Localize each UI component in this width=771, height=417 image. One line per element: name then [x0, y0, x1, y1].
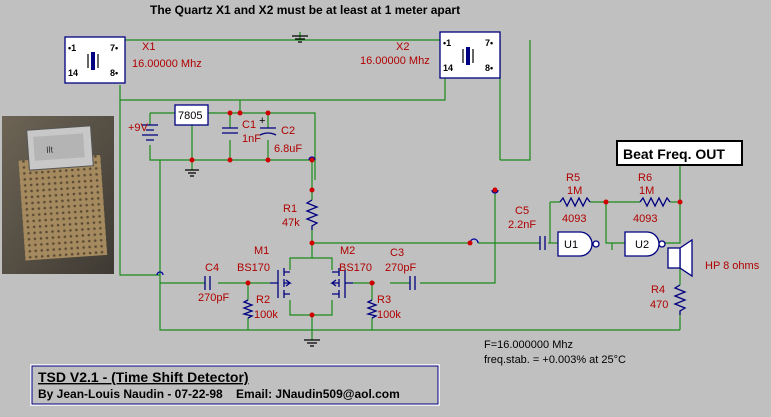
capacitor-c3: C3 270pF	[385, 247, 416, 290]
resistor-r6: R6 1M	[638, 172, 671, 208]
c2-value: 6.8uF	[274, 143, 302, 155]
resistor-r2: R2 100k	[241, 294, 278, 321]
c5-ref: C5	[515, 205, 529, 217]
beat-freq-out-box: Beat Freq. OUT	[616, 140, 743, 166]
r3-value: 100k	[377, 309, 401, 321]
c1-ref: C1	[242, 119, 256, 131]
c5-value: 2.2nF	[508, 219, 536, 231]
c2-polarity: +	[259, 115, 265, 127]
svg-text:14: 14	[443, 63, 453, 73]
r5-ref: R5	[566, 172, 580, 184]
svg-text:8•: 8•	[485, 63, 493, 73]
mosfet-m1: M1 BS170	[237, 245, 292, 298]
r1-value: 47k	[282, 217, 300, 229]
photo-chip-marking: Ilt	[46, 144, 54, 154]
c1-value: 1nF	[242, 133, 261, 145]
c2-ref: C2	[281, 125, 295, 137]
capacitor-c1: C1 1nF	[222, 119, 261, 145]
svg-text:•1: •1	[443, 38, 451, 48]
m1-ref: M1	[254, 245, 269, 257]
gate-u1: U1 4093	[557, 213, 600, 257]
speaker-label: HP 8 ohms	[705, 260, 760, 272]
title-block-author: By Jean-Louis Naudin - 07-22-98 Email: J…	[38, 387, 400, 401]
speaker-hp: HP 8 ohms	[667, 238, 760, 278]
r4-ref: R4	[651, 284, 665, 296]
r2-ref: R2	[256, 294, 270, 306]
resistor-r5: R5 1M	[559, 172, 591, 208]
wire-crossings	[156, 156, 499, 276]
regulator-7805: 7805	[174, 104, 209, 126]
x1-freq: 16.00000 Mhz	[132, 58, 202, 70]
r1-ref: R1	[283, 203, 297, 215]
svg-text:•1: •1	[68, 43, 76, 53]
r2-value: 100k	[254, 309, 278, 321]
header-note: The Quartz X1 and X2 must be at least at…	[150, 3, 460, 17]
c4-value: 270pF	[198, 292, 229, 304]
u1-ref: U1	[564, 239, 578, 251]
capacitor-c4: C4 270pF	[198, 262, 229, 304]
c3-ref: C3	[390, 247, 404, 259]
specs: F=16.000000 Mhz freq.stab. = +0.003% at …	[484, 339, 626, 366]
r6-ref: R6	[638, 172, 652, 184]
c3-value: 270pF	[385, 262, 416, 274]
supply-label: +9V	[128, 122, 149, 134]
r4-value: 470	[650, 299, 668, 311]
mosfet-m2: M2 BS170	[330, 245, 372, 298]
spec-frequency: F=16.000000 Mhz	[484, 339, 573, 351]
quartz-x2: •1 7• 14 8• X2 16.00000 Mhz	[360, 31, 501, 79]
junction-dots	[189, 110, 683, 318]
u2-type: 4093	[633, 213, 657, 225]
resistor-r3: R3 100k	[365, 294, 401, 321]
r6-value: 1M	[639, 185, 654, 197]
battery-9v: +9V	[128, 122, 158, 141]
gate-u2: U2 4093	[624, 213, 666, 257]
svg-text:7•: 7•	[485, 38, 493, 48]
ground-symbols	[185, 35, 320, 347]
beat-freq-out-label: Beat Freq. OUT	[623, 146, 725, 162]
u1-type: 4093	[562, 213, 586, 225]
resistor-r1: R1 47k	[282, 199, 319, 230]
title-block-title: TSD V2.1 - (Time Shift Detector)	[38, 369, 249, 385]
m2-ref: M2	[340, 245, 355, 257]
m1-type: BS170	[237, 262, 270, 274]
c4-ref: C4	[205, 262, 219, 274]
r3-ref: R3	[377, 294, 391, 306]
x2-ref: X2	[396, 41, 409, 53]
regulator-label: 7805	[178, 110, 202, 122]
title-block: TSD V2.1 - (Time Shift Detector) By Jean…	[30, 364, 440, 406]
spec-stability: freq.stab. = +0.003% at 25°C	[484, 354, 626, 366]
r5-value: 1M	[567, 185, 582, 197]
u2-ref: U2	[635, 239, 649, 251]
quartz-x1: •1 7• 14 8• X1 16.00000 Mhz	[64, 36, 202, 84]
svg-text:8•: 8•	[110, 68, 118, 78]
x2-freq: 16.00000 Mhz	[360, 55, 430, 67]
quartz-module-photo: Ilt	[2, 116, 114, 274]
svg-text:14: 14	[68, 68, 78, 78]
x1-ref: X1	[142, 41, 155, 53]
capacitor-c5: C5 2.2nF	[508, 205, 546, 250]
resistor-r4: R4 470	[650, 284, 687, 315]
svg-text:7•: 7•	[110, 43, 118, 53]
capacitor-c2: + C2 6.8uF	[259, 115, 302, 155]
m2-type: BS170	[339, 262, 372, 274]
